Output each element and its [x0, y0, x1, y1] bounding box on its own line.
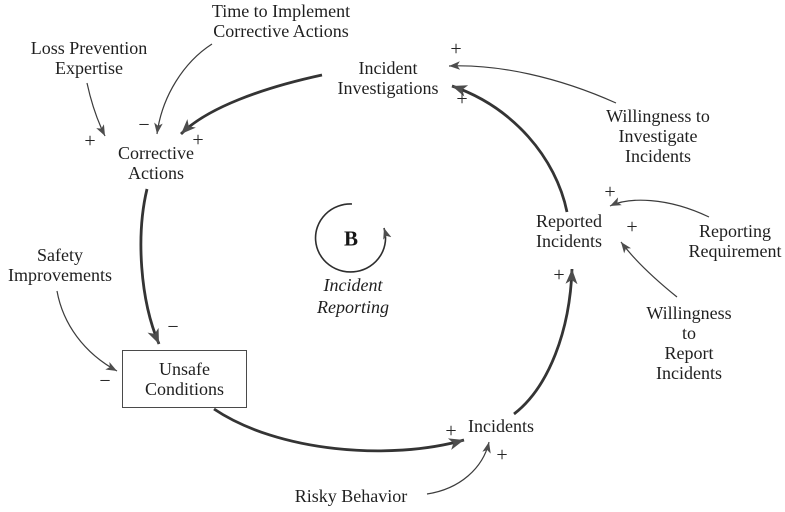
- arrow-corrective-actions-to-unsafe-conditions: [139, 188, 161, 345]
- sign-plus-unsafe-to-incidents: +: [445, 420, 457, 442]
- sign-plus-investigations-to-corrective: +: [192, 129, 204, 151]
- sign-minus-safety-improvements: −: [99, 370, 111, 392]
- factor-willingness-to-report-incidents: Willingness to Report Incidents: [646, 303, 732, 383]
- arrow-unsafe-conditions-to-incidents: [213, 407, 465, 453]
- node-incident-investigations: Incident Investigations: [337, 58, 439, 98]
- sign-plus-willingness-report: +: [626, 216, 638, 238]
- factor-willingness-to-investigate-incidents: Willingness to Investigate Incidents: [606, 106, 710, 166]
- arrow-safety-improvements-to-unsafe-conditions: [56, 290, 118, 372]
- sign-plus-loss-prevention: +: [84, 130, 96, 152]
- factor-loss-prevention-expertise: Loss Prevention Expertise: [30, 38, 148, 78]
- factor-reporting-requirement: Reporting Requirement: [688, 221, 782, 261]
- arrow-time-to-implement-to-corrective-actions: [154, 43, 213, 135]
- arrow-reported-incidents-to-investigations: [451, 84, 569, 213]
- arrow-willingness-investigate-to-investigations: [448, 61, 617, 104]
- node-reported-incidents: Reported Incidents: [536, 211, 602, 251]
- sign-plus-reporting-requirement: +: [604, 181, 616, 203]
- arrow-investigations-to-corrective-actions: [180, 73, 323, 135]
- factor-risky-behavior: Risky Behavior: [294, 486, 408, 506]
- node-incidents: Incidents: [468, 416, 534, 436]
- arrow-risky-behavior-to-incidents: [426, 441, 491, 495]
- factor-safety-improvements: Safety Improvements: [8, 245, 112, 285]
- factor-time-to-implement-corrective-actions: Time to Implement Corrective Actions: [211, 1, 351, 41]
- node-unsafe-conditions: Unsafe Conditions: [144, 359, 224, 399]
- sign-plus-incidents-to-reported: +: [553, 264, 565, 286]
- sign-plus-willingness-investigate: +: [450, 38, 462, 60]
- arrow-willingness-report-to-reported-incidents: [620, 241, 678, 298]
- balancing-loop-label: B: [343, 226, 359, 251]
- loop-name-caption: Incident Reporting: [317, 275, 389, 317]
- balancing-loop-circle-arrow: [314, 203, 392, 273]
- sign-minus-corrective-to-unsafe: −: [167, 316, 179, 338]
- sign-minus-time-to-implement: −: [138, 114, 150, 136]
- sign-plus-risky-behavior: +: [496, 444, 508, 466]
- arrow-reporting-requirement-to-reported-incidents: [609, 197, 710, 218]
- arrow-loss-prevention-to-corrective-actions: [86, 82, 106, 137]
- node-unsafe-conditions-box: Unsafe Conditions: [122, 350, 247, 408]
- node-corrective-actions: Corrective Actions: [118, 143, 194, 183]
- sign-plus-reported-to-investigations: +: [456, 88, 468, 110]
- arrow-incidents-to-reported-incidents: [513, 268, 578, 416]
